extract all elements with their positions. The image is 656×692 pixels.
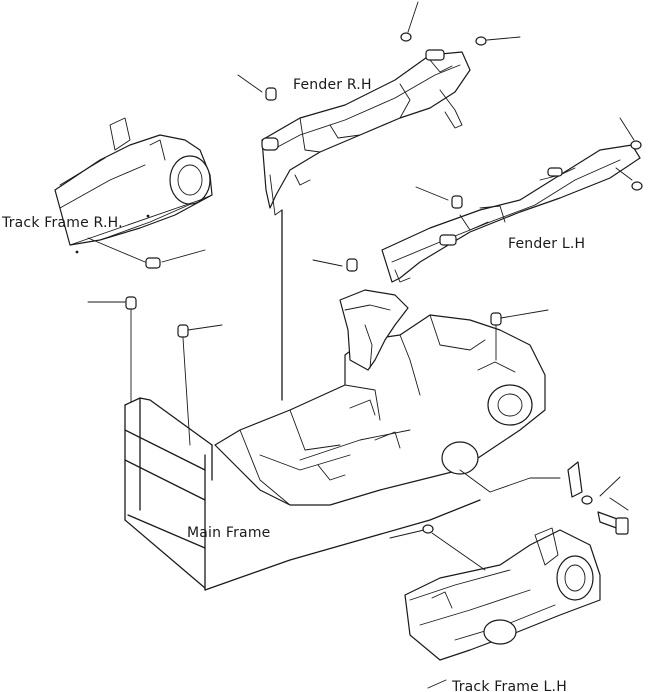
label-fender-rh: Fender R.H [293, 77, 372, 93]
fender-lh-part [381, 144, 641, 283]
pin-washer-bolt [567, 461, 629, 535]
label-main-frame: Main Frame [187, 525, 271, 541]
leader-track-frame-lh [427, 679, 447, 689]
track-frame-lh-part [404, 527, 601, 661]
label-track-frame-rh: Track Frame R.H. [1, 215, 123, 231]
track-frame-rh-part [54, 117, 213, 246]
label-track-frame-lh: Track Frame L.H [451, 679, 567, 692]
fender-rh-part [261, 49, 471, 216]
label-fender-lh: Fender L.H [508, 236, 585, 252]
bolt-callouts [75, 1, 643, 571]
main-frame-part [124, 209, 561, 591]
